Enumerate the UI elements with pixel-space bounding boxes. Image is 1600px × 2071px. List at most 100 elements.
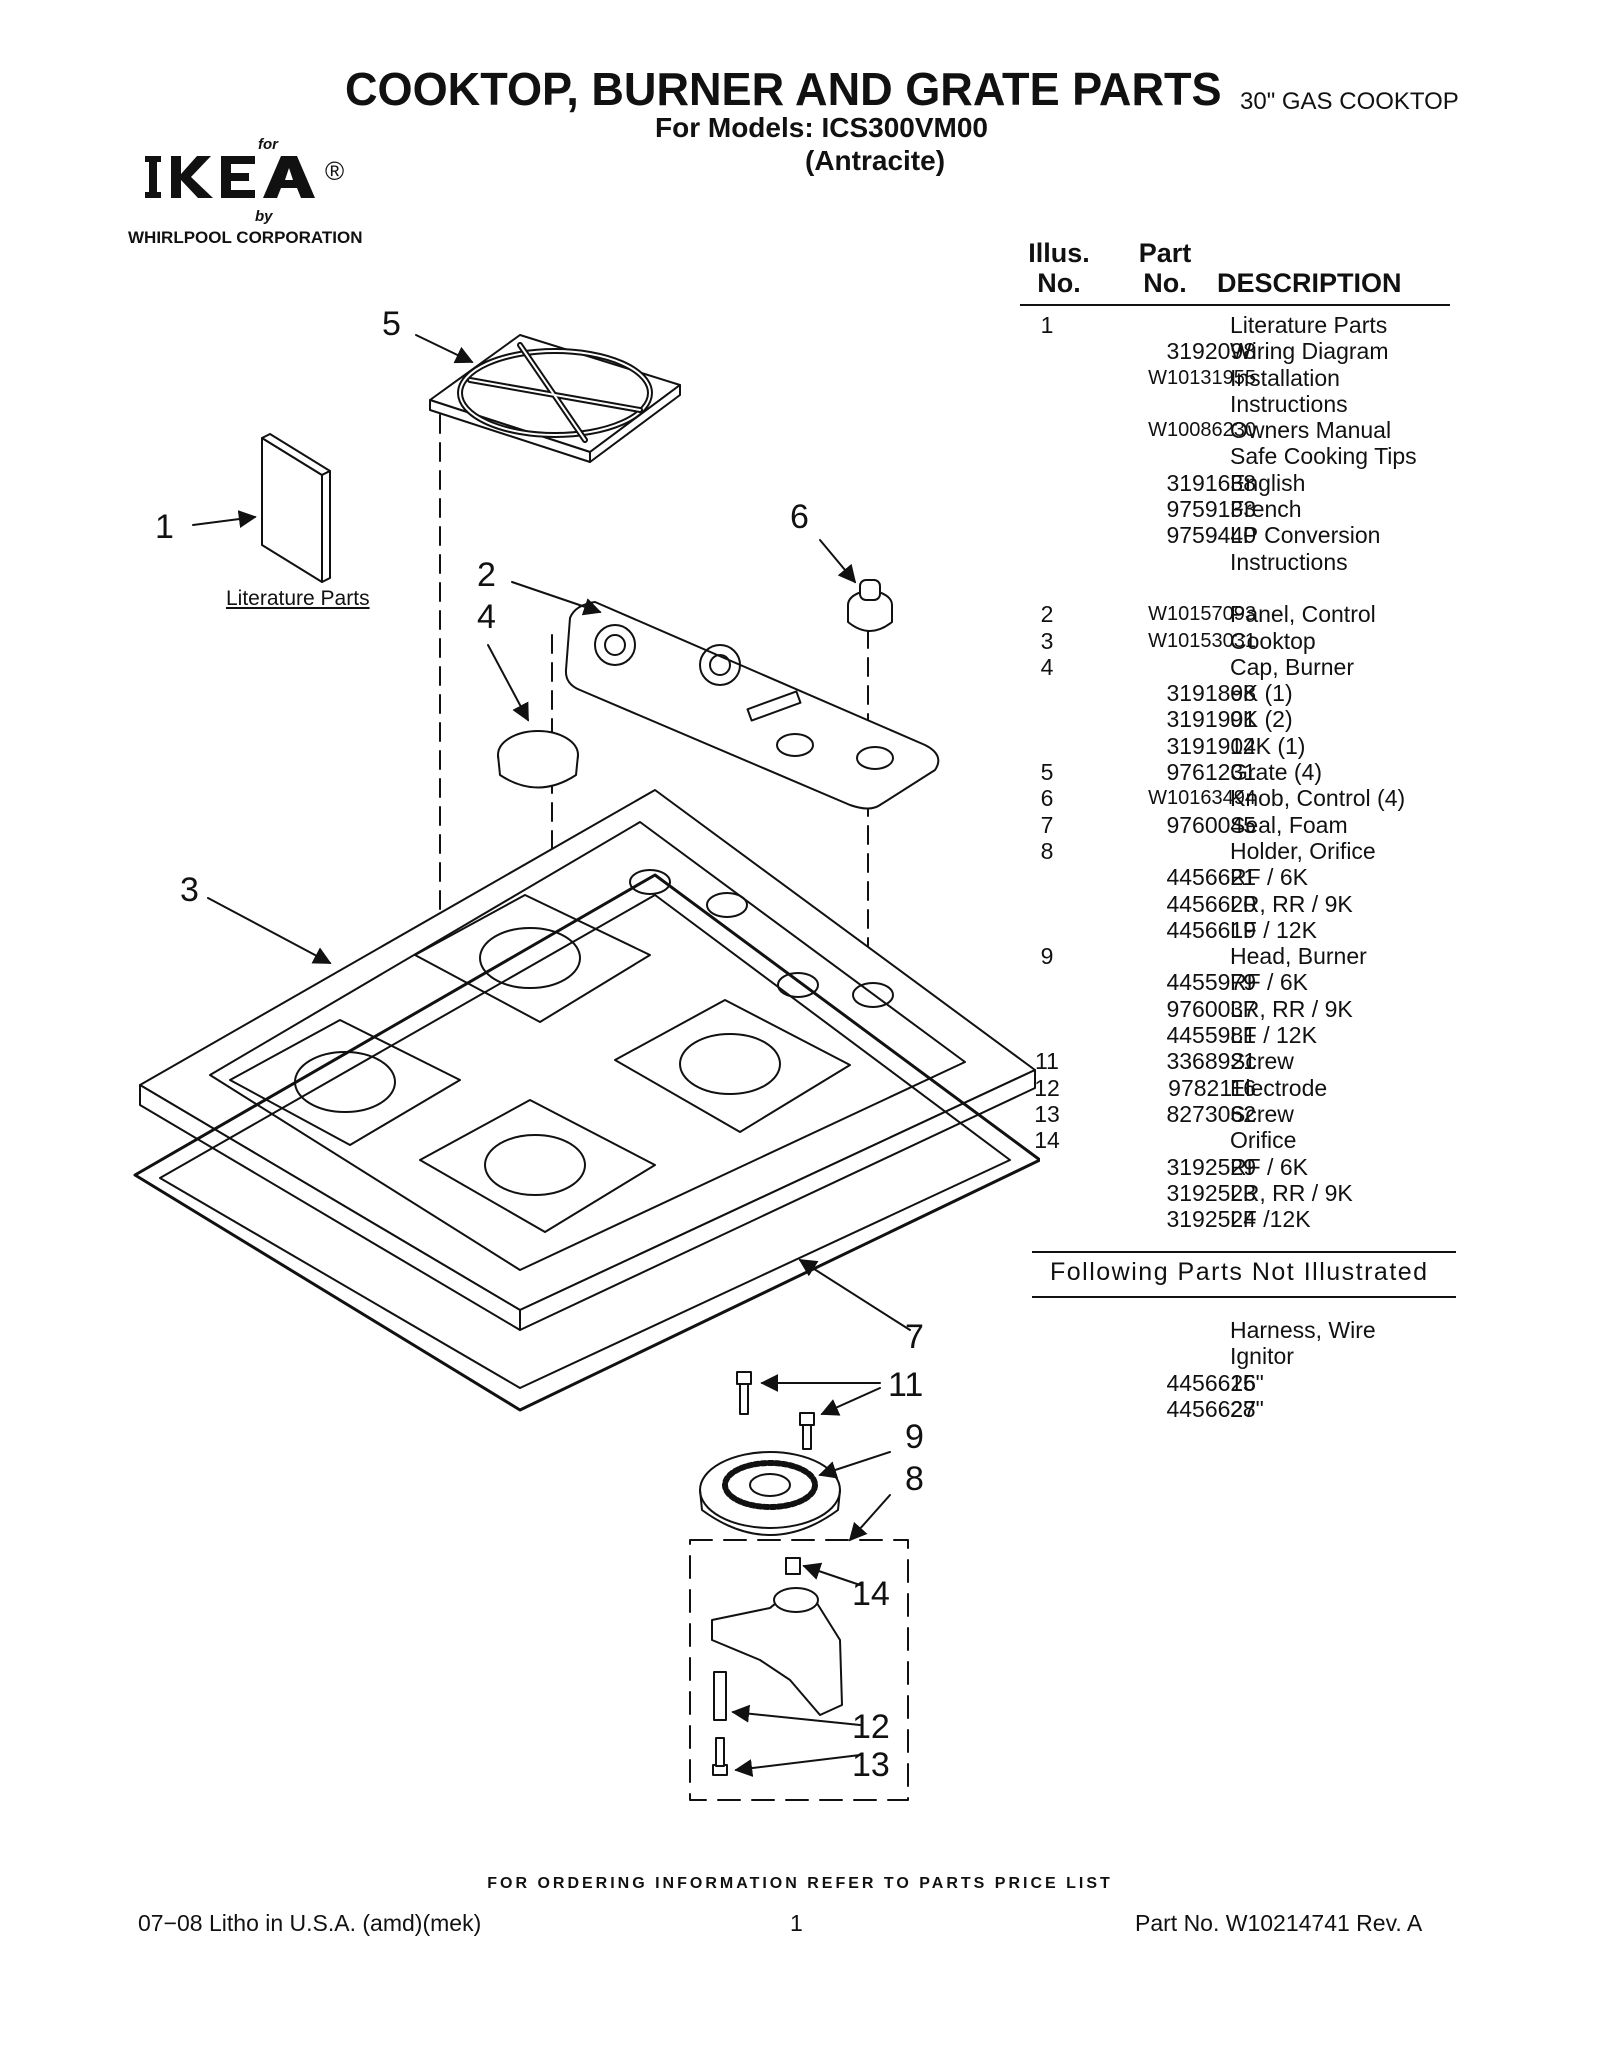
illus-no-cell: 11 [1035, 1048, 1059, 1075]
description-cell: 12K (1) [1230, 732, 1306, 759]
callout-9: 9 [905, 1418, 924, 1456]
brand-for-text: for [258, 136, 278, 153]
illus-no-cell: 9 [1040, 943, 1054, 970]
manufacturer-name: WHIRLPOOL CORPORATION [128, 228, 363, 247]
description-cell: Cooktop [1230, 627, 1316, 654]
illus-no-cell: 13 [1034, 1100, 1060, 1127]
description-cell: Cap, Burner [1230, 653, 1355, 680]
color-line: (Antracite) [805, 145, 946, 176]
description-cell: 15" [1230, 1369, 1264, 1396]
control-knob-illustration [819, 539, 893, 632]
illus-no-cell: 14 [1034, 1127, 1060, 1154]
part-no-cell: 4456621 [1166, 864, 1256, 891]
description-cell: 9K (2) [1230, 706, 1293, 733]
product-subtitle: 30" GAS COOKTOP [1240, 88, 1459, 115]
description-cell: Harness, Wire [1230, 1317, 1376, 1343]
registered-mark: ® [325, 156, 344, 186]
burner-cap-illustration [487, 644, 579, 789]
description-cell: Seal, Foam [1230, 811, 1348, 838]
parts-row: 1 Literature Parts [1020, 312, 1460, 338]
model-line: For Models: ICS300VM00 [655, 112, 988, 143]
document-part-number: Part No. W10214741 Rev. A [1135, 1910, 1423, 1936]
parts-table-header: Illus. No. Part No. DESCRIPTION [1020, 238, 1450, 306]
callout-1: 1 [155, 508, 174, 546]
description-cell: English [1230, 469, 1306, 496]
description-cell: Knob, Control (4) [1230, 785, 1406, 812]
description-cell: LR, RR / 9K [1230, 1179, 1353, 1206]
callout-13: 13 [852, 1746, 890, 1784]
description-cell: Instructions [1230, 390, 1348, 417]
part-no-cell: 8273062 [1166, 1100, 1256, 1127]
part-no-cell: 4456620 [1166, 890, 1256, 917]
description-cell: RF / 6K [1230, 1153, 1308, 1180]
description-cell: French [1230, 496, 1302, 523]
part-no-cell: 9759440 [1166, 522, 1256, 549]
description-cell: Owners Manual [1230, 417, 1392, 444]
description-cell: Holder, Orifice [1230, 837, 1376, 864]
callout-11: 11 [888, 1366, 924, 1404]
part-no-cell: 9782116 [1168, 1074, 1256, 1101]
divider [1032, 1296, 1456, 1298]
callout-5: 5 [382, 305, 401, 343]
part-no-cell: 3192523 [1166, 1179, 1256, 1206]
part-no-cell: 4456627 [1166, 1395, 1256, 1422]
description-cell: RF / 6K [1230, 864, 1308, 891]
description-cell: 6K (1) [1230, 680, 1293, 707]
header-description: DESCRIPTION [1217, 268, 1402, 298]
illus-no-cell: 1 [1040, 312, 1054, 338]
callout-4: 4 [477, 598, 496, 636]
parts-row: 4 Cap, Burner [1020, 654, 1460, 680]
description-cell: Installation [1230, 364, 1340, 391]
part-no-cell: 9761231 [1166, 759, 1256, 786]
callout-12: 12 [852, 1708, 890, 1746]
description-cell: Safe Cooking Tips [1230, 443, 1417, 470]
description-cell: LP Conversion [1230, 522, 1381, 549]
description-cell: LR, RR / 9K [1230, 890, 1353, 917]
part-no-cell: 9759133 [1166, 496, 1256, 523]
illus-no-cell: 5 [1040, 759, 1054, 786]
description-cell: Screw [1230, 1048, 1294, 1075]
illus-no-cell: 7 [1040, 811, 1054, 838]
illus-no-cell: 2 [1040, 601, 1054, 628]
part-no-cell: W10157093 [1148, 603, 1256, 626]
divider [1032, 1251, 1456, 1253]
description-cell: Panel, Control [1230, 601, 1376, 628]
description-cell: Grate (4) [1230, 759, 1323, 786]
description-cell: Ignitor [1230, 1343, 1294, 1370]
brand-by-text: by [255, 208, 273, 225]
description-cell: Literature Parts [1230, 312, 1388, 338]
screw-illustration [736, 1371, 881, 1450]
part-no-cell: 9760037 [1166, 995, 1256, 1022]
illus-no-cell: 4 [1040, 653, 1054, 680]
literature-parts-caption: Literature Parts [226, 587, 370, 610]
parts-row [1020, 575, 1460, 601]
callout-8: 8 [905, 1460, 924, 1498]
cooktop-illustration [139, 789, 1036, 1331]
not-illustrated-heading: Following Parts Not Illustrated [1050, 1258, 1429, 1286]
parts-row: Instructions [1020, 549, 1460, 575]
part-no-cell: W10163494 [1148, 787, 1256, 810]
